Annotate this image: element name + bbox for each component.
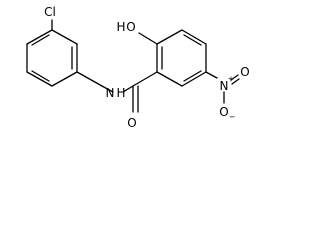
phenol-hydrogen-label: H — [116, 20, 125, 34]
nitrosalicyl-ring — [156, 29, 207, 87]
hydroxyl-bond — [138, 32, 158, 45]
chlorophenyl-ring — [26, 29, 78, 87]
nitro-oxygen-single-label: O — [219, 105, 228, 119]
chlorine-label: Cl — [44, 5, 56, 19]
carbonyl-oxygen-label: O — [127, 116, 136, 130]
amide-nitrogen-label: N — [106, 86, 115, 100]
nitro-double-bond — [230, 74, 240, 85]
carbonyl-ring-bond — [132, 71, 158, 87]
nitro-nitrogen-charge: + — [228, 75, 235, 84]
methylene-bond — [76, 71, 103, 87]
nitrogen-carbonyl-bond — [122, 85, 134, 93]
chemical-structure: Cl N H H O O N + O O − — [26, 5, 250, 130]
nitro-nitrogen-label: N — [220, 79, 229, 93]
amide-hydrogen-label: H — [116, 86, 125, 100]
methylene-nitrogen-bond — [101, 85, 114, 93]
nitro-oxygen-charge: − — [229, 113, 236, 122]
phenol-oxygen-label: O — [126, 20, 135, 34]
nitro-ring-bond — [205, 71, 218, 79]
nitro-oxygen-double-label: O — [240, 65, 249, 79]
carbonyl-double-bond — [132, 85, 139, 113]
